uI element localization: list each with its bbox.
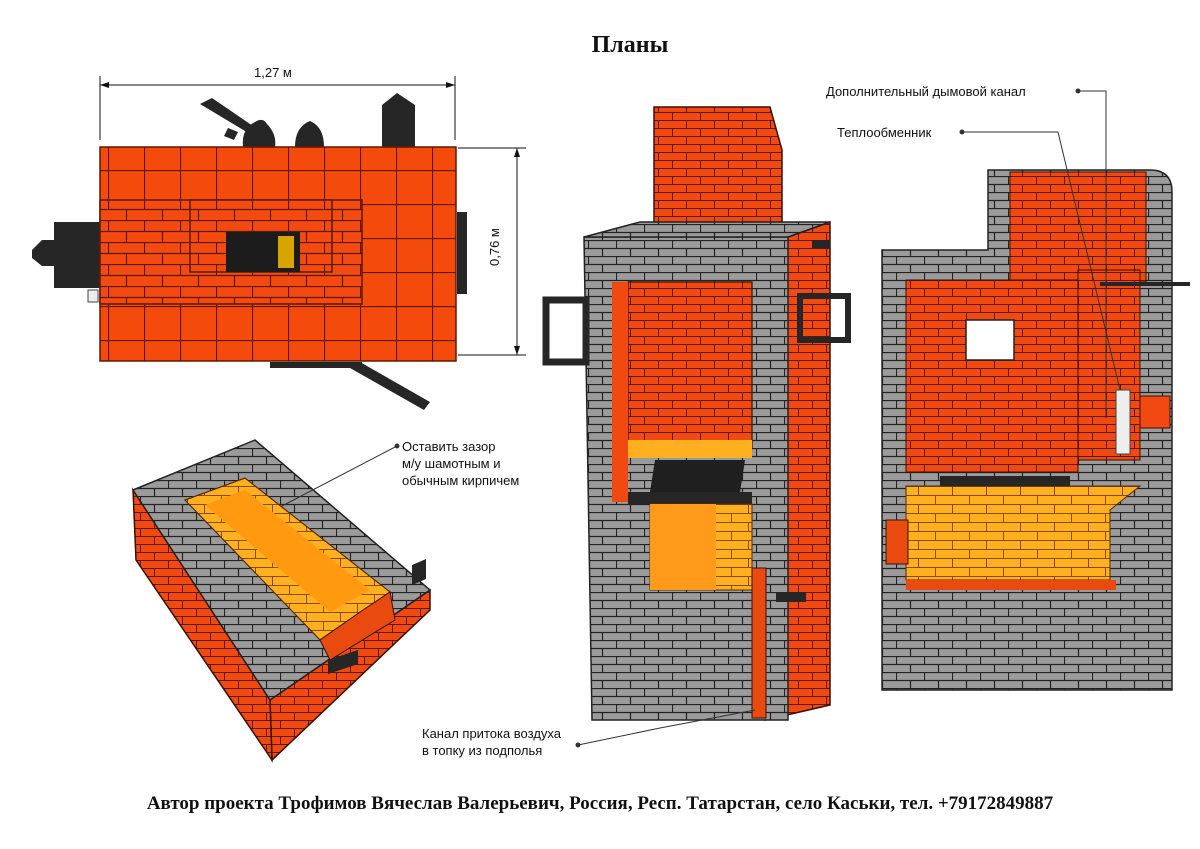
chimney-valve-icon xyxy=(382,93,415,147)
grate-lever-icon xyxy=(350,362,430,410)
stove-section xyxy=(881,169,1190,691)
plan-view xyxy=(32,76,526,410)
firebox-door-icon xyxy=(54,222,102,288)
extra-flue-label: Дополнительный дымовой канал xyxy=(826,84,1026,99)
width-dimension-label: 1,27 м xyxy=(254,65,292,80)
gap-note-line3: обычным кирпичем xyxy=(402,473,520,488)
gap-note-line1: Оставить зазор xyxy=(402,439,496,454)
air-channel-line2: в топку из подполья xyxy=(422,743,543,758)
page-title: Планы xyxy=(591,32,669,58)
author-footer: Автор проекта Трофимов Вячеслав Валерьев… xyxy=(146,793,1054,814)
chimney xyxy=(653,106,783,229)
side-door-left xyxy=(542,296,590,366)
grate xyxy=(650,460,745,492)
air-channel-line1: Канал притока воздуха xyxy=(422,726,561,741)
heat-exchanger-label: Теплообменник xyxy=(837,125,932,140)
leader-lines xyxy=(281,88,1121,748)
gap-note-line2: м/у шамотным и xyxy=(402,456,501,471)
firebox-isometric xyxy=(131,439,432,763)
stove-cutaway xyxy=(542,106,851,721)
opening xyxy=(965,319,1015,361)
depth-dimension-label: 0,76 м xyxy=(487,228,502,266)
side-door-right xyxy=(797,293,851,343)
heat-exchanger xyxy=(1115,389,1131,455)
grate xyxy=(940,476,1070,486)
